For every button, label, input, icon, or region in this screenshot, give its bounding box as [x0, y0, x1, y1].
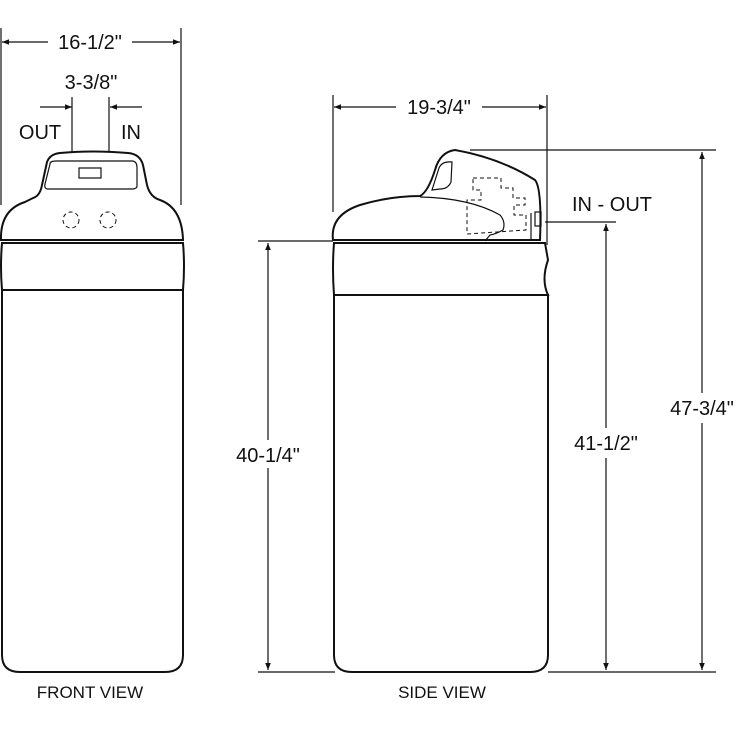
tank-body — [0, 289, 184, 673]
in-port-hidden — [99, 211, 117, 229]
control-cap — [0, 150, 185, 241]
width-dimension: 16-1/2" — [58, 32, 122, 54]
depth-dimension: 19-3/4" — [407, 97, 471, 119]
tank-body — [333, 294, 549, 673]
valve-hidden-outline — [466, 177, 527, 235]
side-view-label: SIDE VIEW — [398, 683, 486, 702]
port-height-dimension: 41-1/2" — [574, 433, 638, 455]
out-port-hidden — [62, 211, 80, 229]
side-view: 19-3/4" 40-1/4" IN - OUT 41-1/2" 47-3/4"… — [236, 95, 734, 702]
tank-height-dimension: 40-1/4" — [236, 445, 300, 467]
out-label: OUT — [19, 122, 61, 144]
tank-band — [0, 242, 185, 291]
overall-height-dimension: 47-3/4" — [670, 398, 734, 420]
control-window — [44, 160, 138, 190]
control-cap — [331, 148, 542, 241]
port-fitting — [534, 211, 542, 227]
port-spacing-dimension: 3-3/8" — [65, 72, 118, 94]
in-label: IN — [121, 122, 141, 144]
front-view: 16-1/2" 3-3/8" OUT IN FRONT VIEW — [0, 28, 185, 702]
cap-contour — [419, 196, 505, 242]
ports-label: IN - OUT — [572, 194, 652, 216]
tank-band — [332, 242, 550, 296]
control-handle — [431, 161, 453, 191]
display-screen — [78, 167, 102, 179]
front-view-label: FRONT VIEW — [37, 683, 143, 702]
